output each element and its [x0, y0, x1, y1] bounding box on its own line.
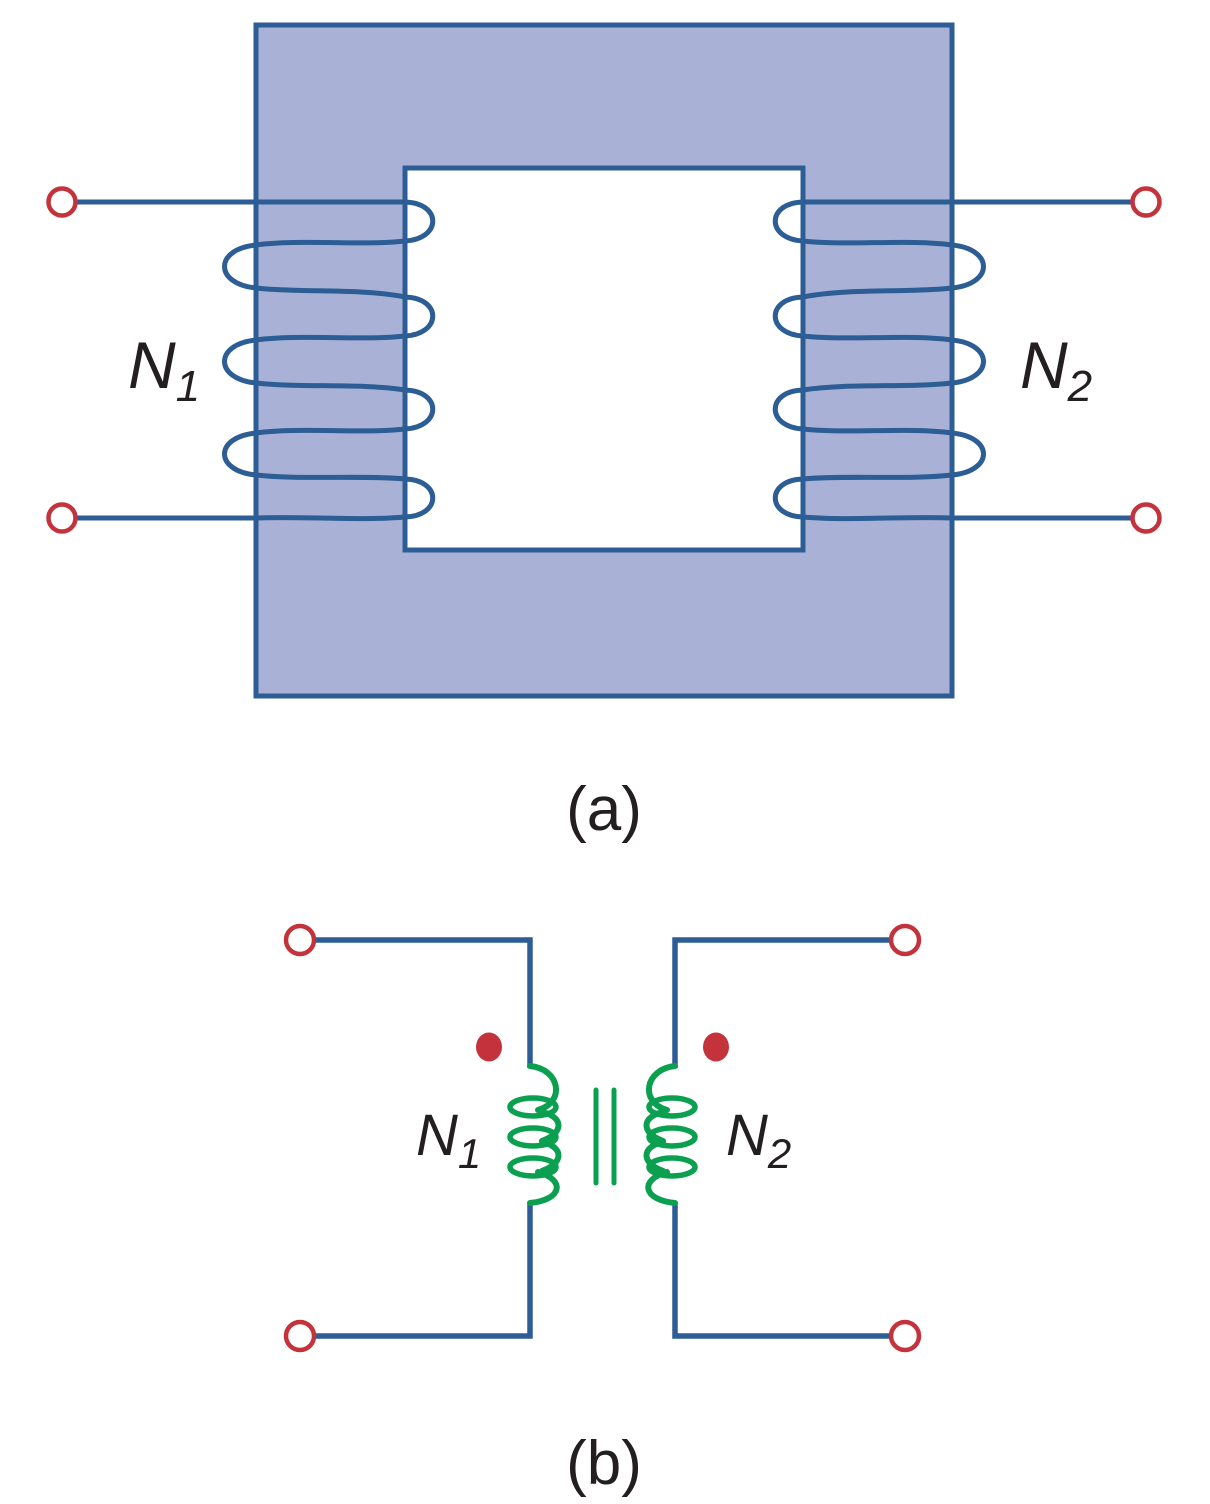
- secondary-turns-label-a: N2: [1020, 328, 1092, 411]
- secondary-terminal-top-b-icon: [888, 923, 922, 957]
- secondary-coil-icon: [643, 1063, 698, 1206]
- figure-b: N1 N2 (b): [283, 923, 922, 1498]
- secondary-bottom-lead: [672, 1202, 889, 1339]
- primary-turns-label-b: N1: [416, 1103, 481, 1177]
- secondary-turns-label-b: N2: [726, 1103, 791, 1177]
- caption-b: (b): [566, 1429, 642, 1498]
- primary-terminal-top-b-icon: [283, 923, 317, 957]
- secondary-side: [772, 186, 1162, 534]
- caption-a: (a): [566, 775, 642, 844]
- iron-core: [253, 22, 955, 699]
- primary-winding-wire: [74, 199, 436, 522]
- primary-bottom-lead: [316, 1202, 533, 1339]
- primary-polarity-dot-icon: [476, 1032, 502, 1062]
- secondary-circuit: [643, 923, 922, 1353]
- coupling-bars-icon: [593, 1087, 617, 1186]
- secondary-terminal-top-icon: [1130, 186, 1162, 218]
- secondary-polarity-dot-icon: [703, 1032, 729, 1062]
- primary-turns-label-a: N1: [128, 328, 200, 411]
- primary-side: [46, 186, 436, 534]
- primary-terminal-bottom-b-icon: [283, 1319, 317, 1353]
- secondary-winding-wire: [772, 199, 1134, 522]
- secondary-terminal-bottom-b-icon: [888, 1319, 922, 1353]
- primary-circuit: [283, 923, 562, 1353]
- figure-a: N1 N2 (a): [46, 22, 1162, 844]
- primary-top-lead: [316, 937, 533, 1068]
- secondary-top-lead: [672, 937, 889, 1068]
- primary-coil-icon: [507, 1063, 562, 1206]
- primary-terminal-bottom-icon: [46, 502, 78, 534]
- primary-terminal-top-icon: [46, 186, 78, 218]
- secondary-terminal-bottom-icon: [1130, 502, 1162, 534]
